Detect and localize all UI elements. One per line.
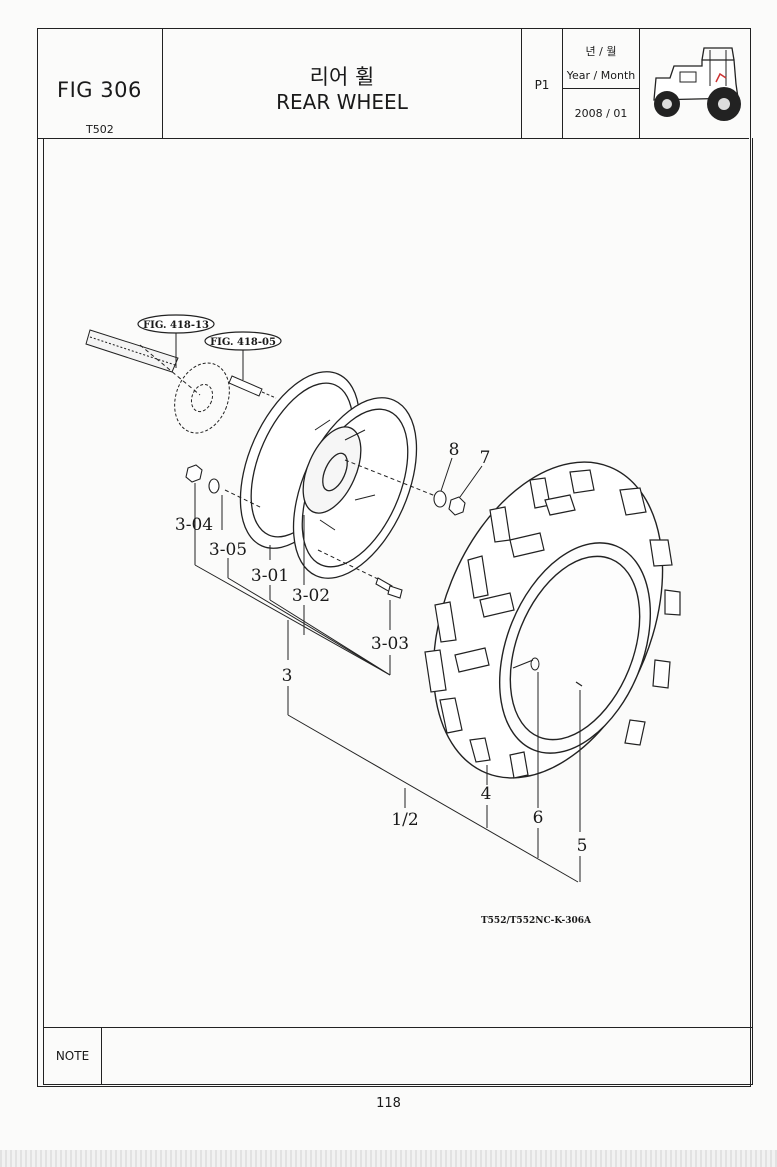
note-label: NOTE xyxy=(44,1028,102,1084)
parts-3-04-3-05 xyxy=(185,464,220,494)
date-value: 2008 / 01 xyxy=(574,107,628,120)
label-1-2: 1/2 xyxy=(391,810,418,830)
label-4: 4 xyxy=(481,784,492,804)
page-frame xyxy=(37,28,751,1087)
label-6: 6 xyxy=(533,808,544,828)
ref-fig-418-05: FIG. 418-05 xyxy=(204,331,282,380)
date-divider xyxy=(563,88,639,89)
leader-lines xyxy=(194,457,581,883)
page-code: P1 xyxy=(534,78,550,92)
header: FIG 306 T502 리어 휠 REAR WHEEL P1 년 / 월 Ye… xyxy=(37,28,749,139)
parts-8-7 xyxy=(433,490,466,516)
title-cell: 리어 휠 REAR WHEEL xyxy=(163,28,522,138)
svg-text:FIG. 418-05: FIG. 418-05 xyxy=(210,337,276,348)
drawing-number: T552/T552NC-K-306A xyxy=(481,916,592,926)
fig-number: FIG 306 xyxy=(57,78,142,102)
stud-bolt xyxy=(228,375,277,399)
label-3-04: 3-04 xyxy=(175,515,213,535)
rear-tire xyxy=(424,461,681,779)
page-number: 118 xyxy=(376,1096,401,1111)
tractor-icon xyxy=(653,47,741,121)
label-7: 7 xyxy=(480,448,491,468)
bolt-3-03 xyxy=(375,577,403,599)
model-code: T502 xyxy=(86,123,114,136)
label-5: 5 xyxy=(577,836,588,856)
note-row: NOTE xyxy=(43,1027,753,1085)
assembly-lines xyxy=(224,459,439,581)
date-cell: 년 / 월 Year / Month 2008 / 01 xyxy=(563,28,640,138)
label-3: 3 xyxy=(282,666,293,686)
ref-fig-418-13: FIG. 418-13 xyxy=(137,314,215,368)
label-8: 8 xyxy=(449,440,460,460)
scan-artifact xyxy=(0,1150,777,1167)
page-cell: P1 xyxy=(522,28,563,138)
axle-shaft xyxy=(85,329,201,396)
label-3-03: 3-03 xyxy=(371,634,409,654)
label-3-05: 3-05 xyxy=(209,540,247,560)
label-3-02: 3-02 xyxy=(292,586,330,606)
wheel-rim xyxy=(239,371,418,579)
tractor-cell xyxy=(640,28,749,138)
fig-cell: FIG 306 T502 xyxy=(37,28,163,138)
drawing-area xyxy=(43,138,753,1027)
date-label-english: Year / Month xyxy=(566,69,636,82)
svg-text:FIG. 418-13: FIG. 418-13 xyxy=(143,320,209,331)
date-label-korean: 년 / 월 xyxy=(585,45,617,58)
hub-flange xyxy=(174,362,230,434)
title-korean: 리어 휠 xyxy=(309,65,375,89)
label-3-01: 3-01 xyxy=(251,566,289,586)
title-english: REAR WHEEL xyxy=(276,90,408,114)
